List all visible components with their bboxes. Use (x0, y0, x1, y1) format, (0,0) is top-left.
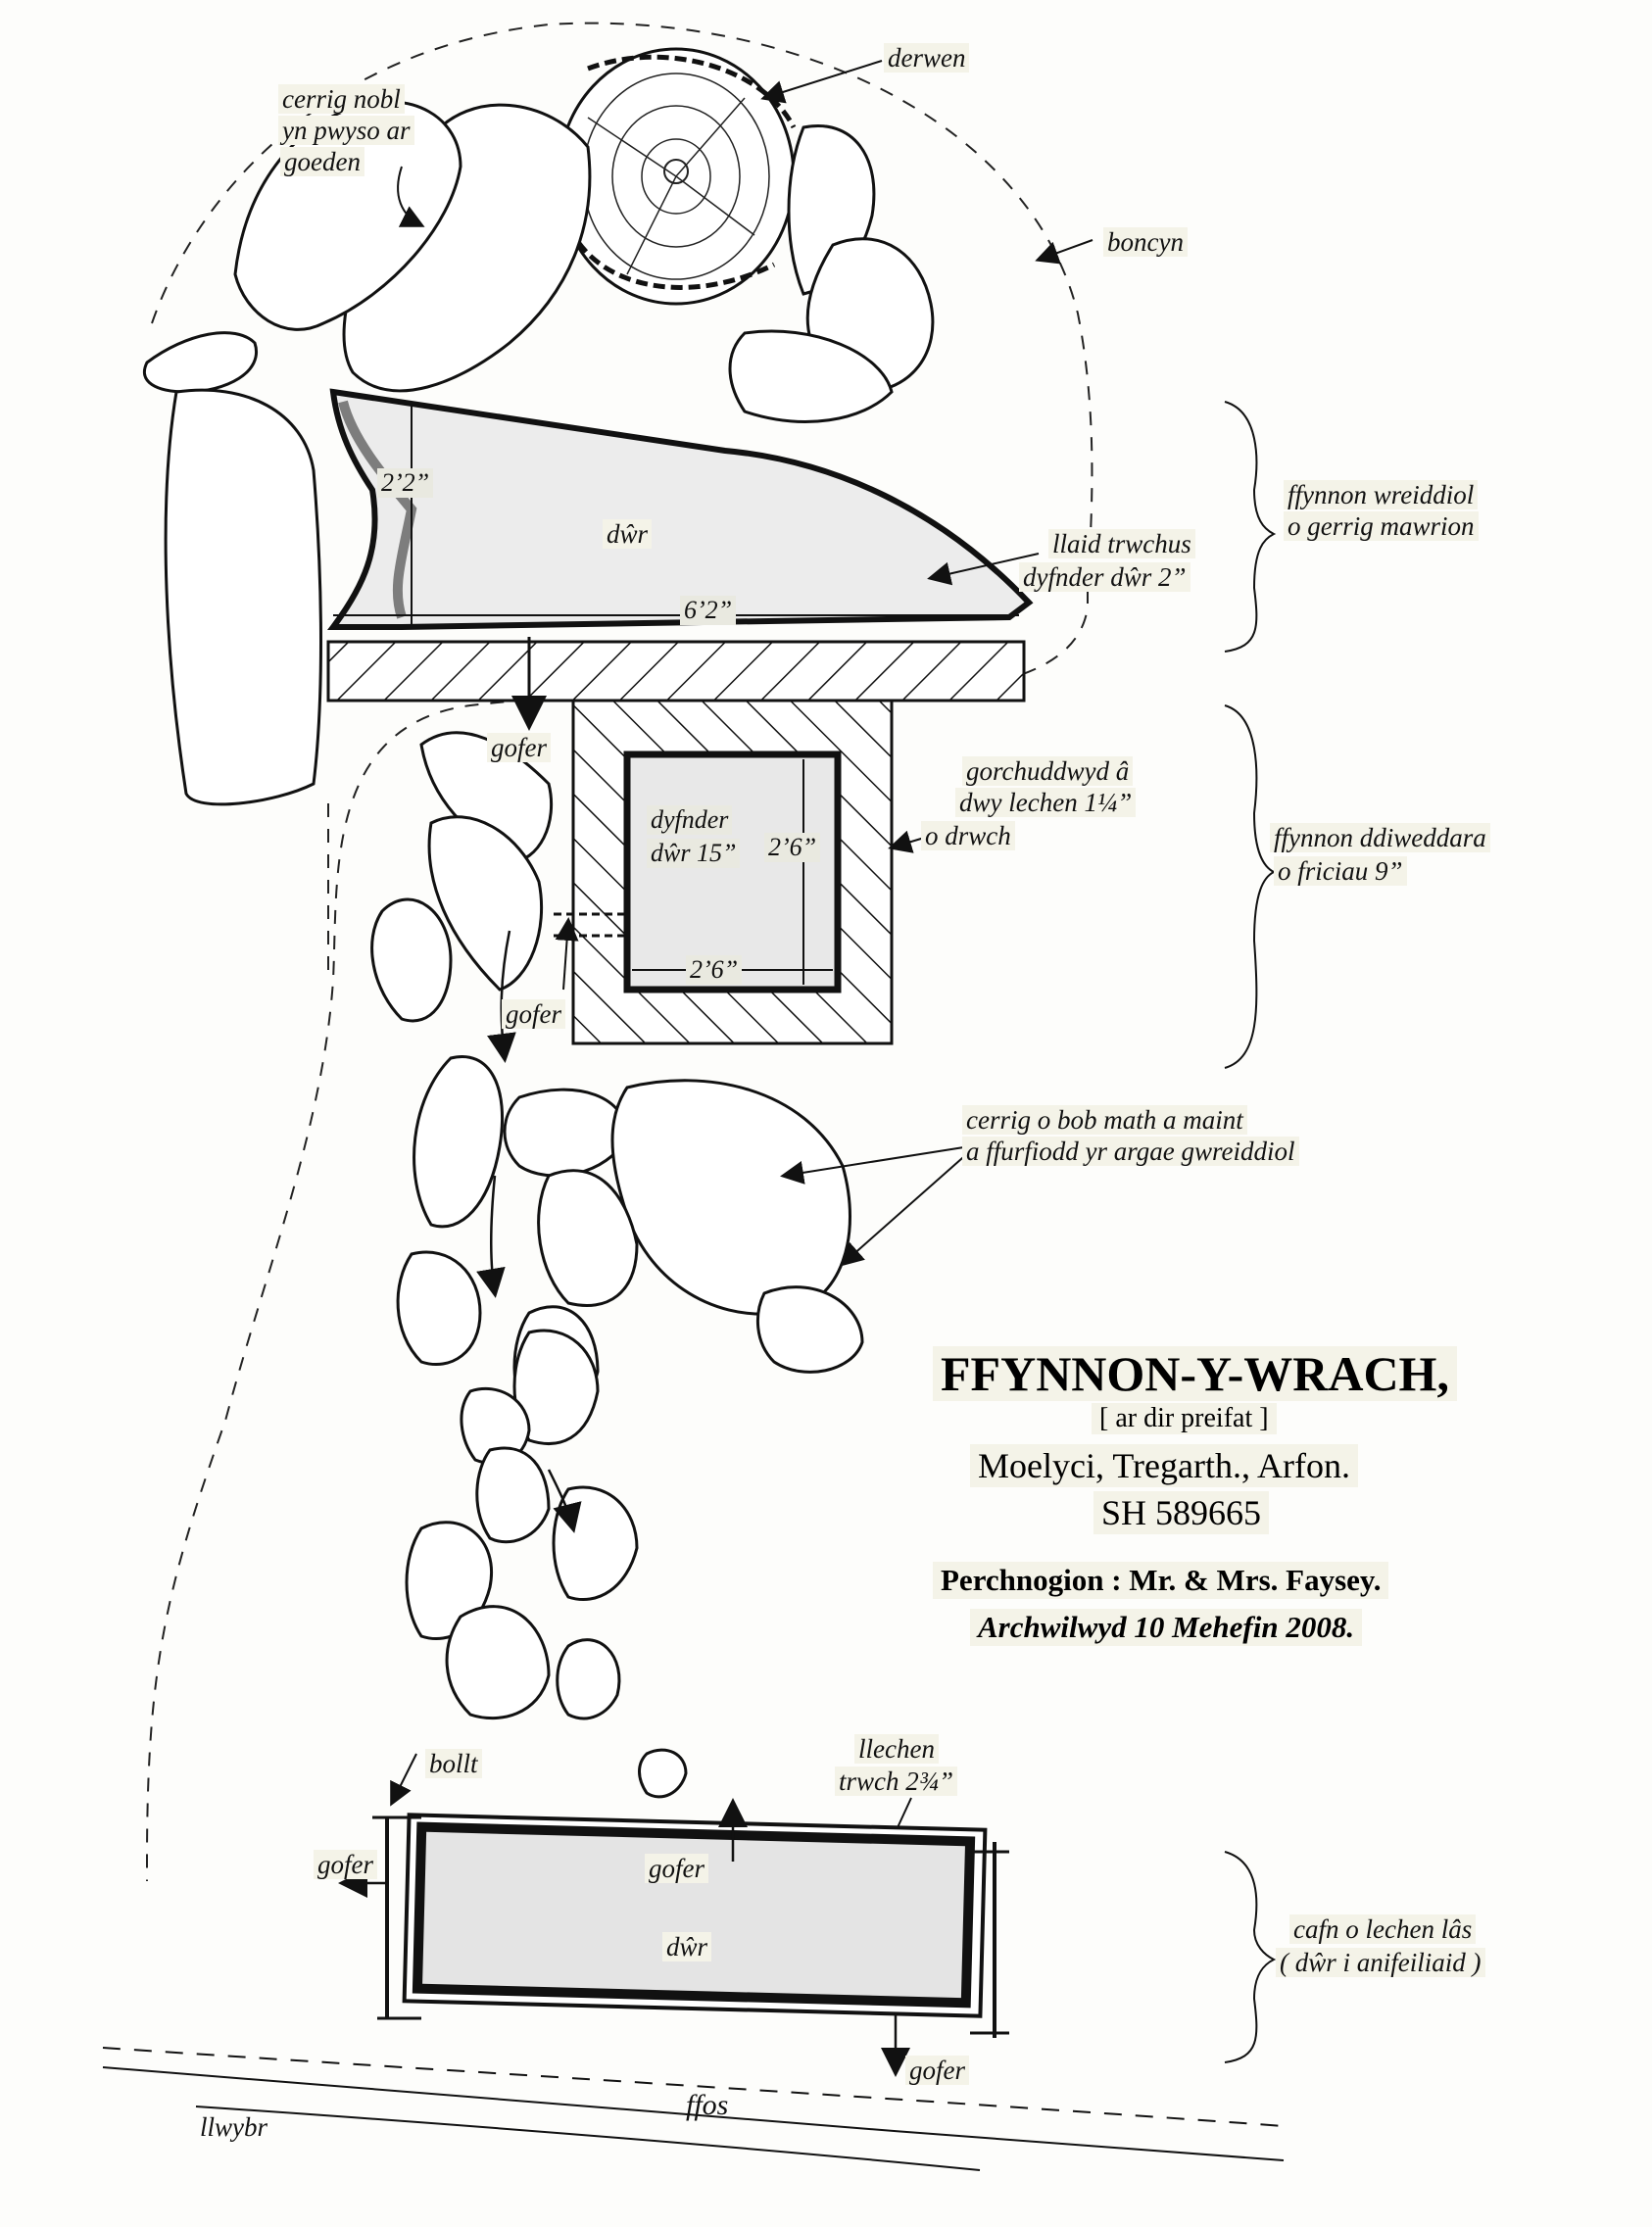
label-depth-2: dŵr 15” (647, 839, 741, 868)
label-cover-1: gorchuddwyd â (962, 756, 1134, 786)
slate-trough (338, 1798, 1009, 2077)
label-trough-2: ( dŵr i anifeiliaid ) (1276, 1948, 1485, 1977)
label-trough-1: cafn o lechen lâs (1289, 1914, 1477, 1944)
label-boncyn: boncyn (1103, 227, 1188, 257)
ditch-path-lines (102, 2047, 1285, 2171)
label-mud-2: dyfnder dŵr 2” (1019, 562, 1190, 592)
label-cover-2: dwy lechen 1¼” (955, 788, 1137, 817)
label-bollt: bollt (425, 1749, 482, 1778)
label-gofer-bottom: gofer (905, 2056, 969, 2085)
braces (1224, 401, 1277, 2063)
label-later-well-2: o friciau 9” (1274, 856, 1407, 886)
label-dim-2-2: 2’2” (377, 468, 434, 498)
label-later-well-1: ffynnon ddiweddara (1270, 823, 1490, 852)
label-original-well-1: ffynnon wreiddiol (1284, 480, 1479, 509)
label-gofer-left: gofer (314, 1850, 377, 1879)
flow-arrows (476, 930, 582, 1533)
label-cover-3: o drwch (921, 821, 1015, 850)
label-dim-2-6-side: 2’6” (764, 833, 821, 862)
site-note: [ ar dir preifat ] (1092, 1403, 1277, 1434)
site-place: Moelyci, Tregarth., Arfon. (970, 1444, 1358, 1487)
label-water-trough: dŵr (662, 1932, 712, 1961)
label-depth-1: dyfnder (647, 805, 733, 835)
label-derwen: derwen (884, 43, 970, 73)
label-water-top: dŵr (603, 519, 653, 549)
tree-stump (556, 47, 797, 306)
label-gofer-2: gofer (502, 999, 565, 1029)
dam-stones (370, 731, 864, 1799)
label-mud-1: llaid trwchus (1048, 529, 1195, 558)
label-gofer-1: gofer (487, 733, 551, 762)
label-cerrig-nobl-2: yn pwyso ar (278, 116, 414, 145)
label-cerrig-nobl-1: cerrig nobl (278, 84, 405, 114)
site-survey-date: Archwilwyd 10 Mehefin 2008. (970, 1609, 1363, 1646)
label-dim-2-6-bottom: 2’6” (686, 955, 743, 985)
label-ffos: ffos (686, 2089, 729, 2121)
site-grid-ref: SH 589665 (1093, 1491, 1270, 1534)
label-original-well-2: o gerrig mawrion (1284, 511, 1479, 541)
label-gofer-mid: gofer (645, 1854, 708, 1883)
large-stones (143, 100, 935, 806)
label-llechen-1: llechen (854, 1734, 939, 1764)
label-stones-2: a ffurfiodd yr argae gwreiddiol (962, 1137, 1299, 1166)
label-llechen-2: trwch 2¾” (835, 1767, 958, 1796)
label-llwybr: llwybr (200, 2112, 268, 2142)
site-title: FFYNNON-Y-WRACH, (933, 1346, 1457, 1401)
original-well (326, 388, 1034, 731)
label-cerrig-nobl-3: goeden (280, 147, 364, 176)
later-brick-well (554, 699, 894, 1045)
label-dim-6-2: 6’2” (680, 596, 737, 625)
label-stones-1: cerrig o bob math a maint (962, 1105, 1247, 1135)
site-owners: Perchnogion : Mr. & Mrs. Faysey. (933, 1562, 1389, 1599)
